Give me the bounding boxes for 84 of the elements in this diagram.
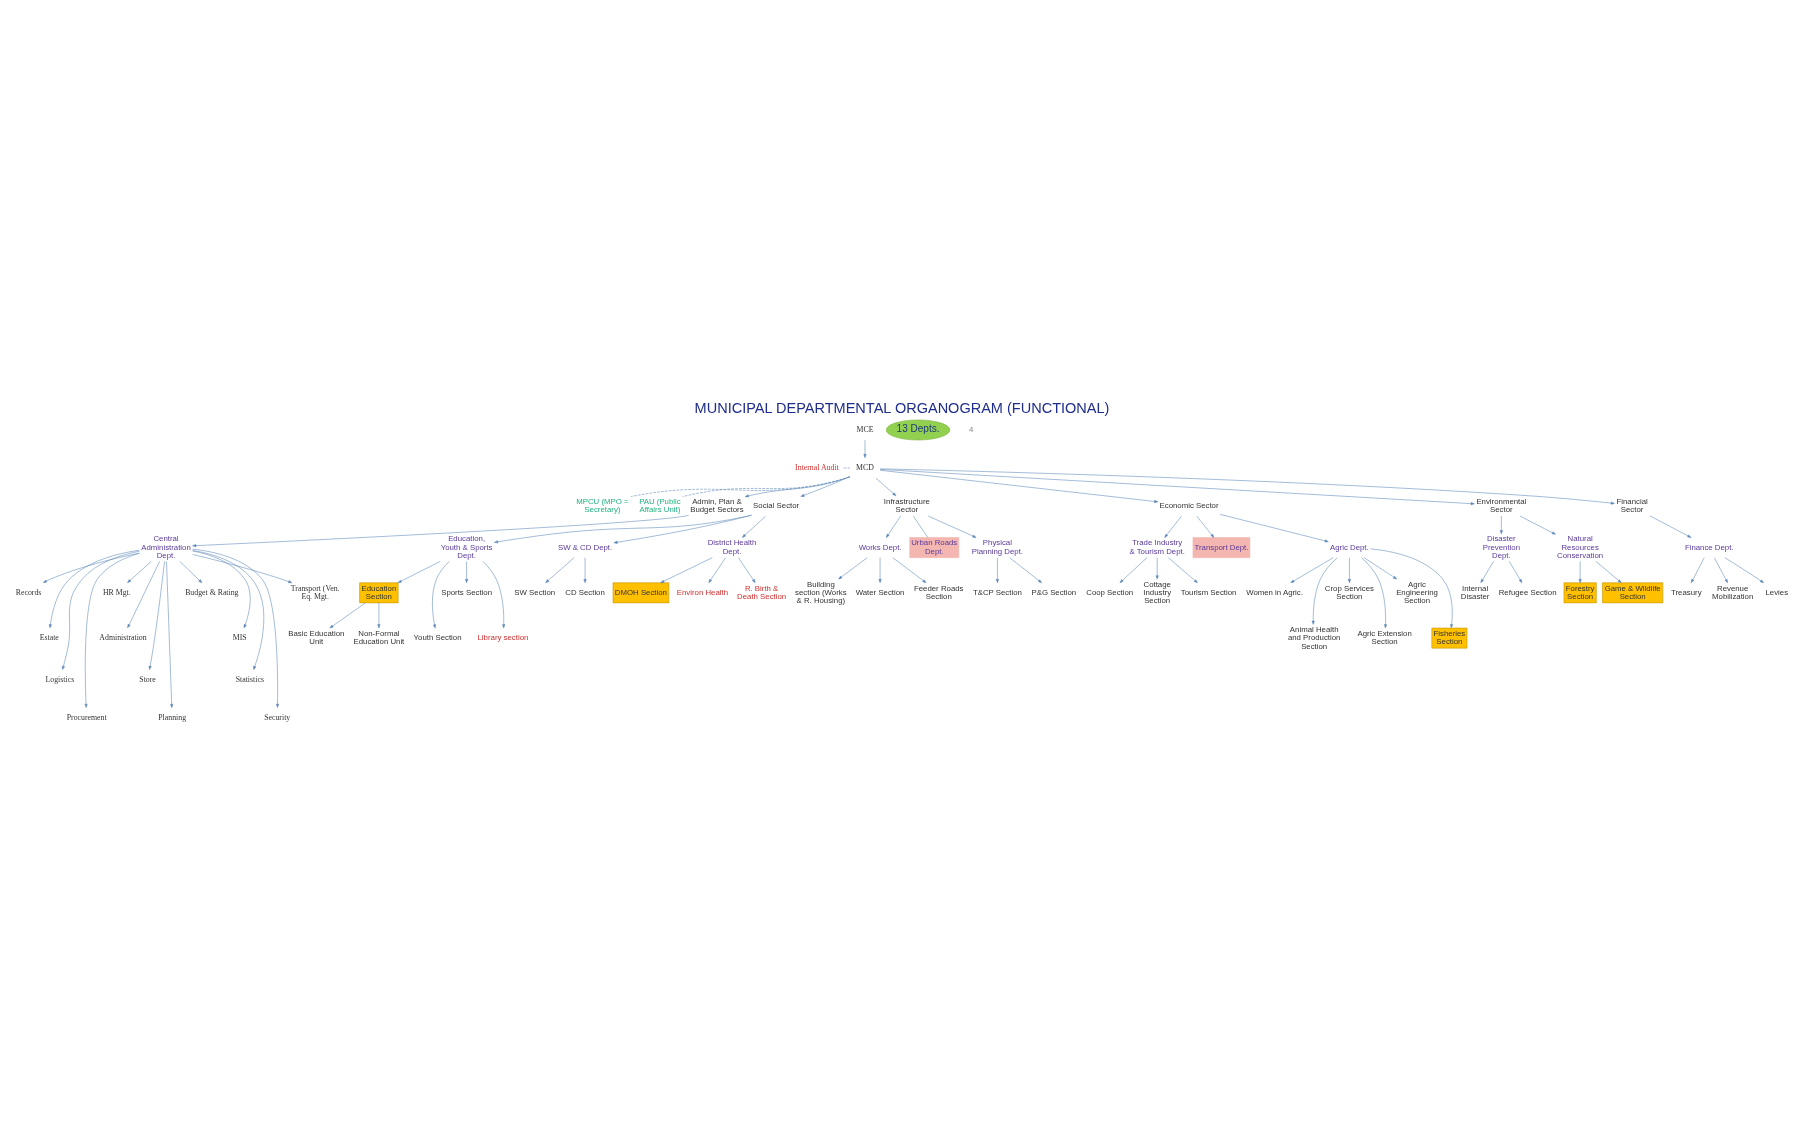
connector: [682, 476, 851, 497]
node-text: MIS: [232, 633, 247, 643]
arrow: [1363, 557, 1397, 580]
node-text: Administration: [99, 633, 147, 643]
arrow: [1290, 557, 1334, 583]
arrow: [1168, 557, 1198, 583]
arrow: [583, 557, 587, 583]
arrow: [708, 557, 726, 583]
arrow: [744, 476, 851, 498]
arrow: [1595, 561, 1622, 583]
arrow: [1691, 557, 1705, 583]
arrow: [800, 476, 851, 497]
arrow: [879, 469, 1475, 506]
arrow: [838, 557, 868, 580]
arrow: [742, 515, 766, 538]
node-text: Transport (Ven. Eq. Mgt.: [290, 583, 340, 602]
arrow: [863, 439, 867, 458]
node-text: Budget & Rating: [185, 587, 239, 597]
arrow: [397, 561, 441, 583]
arrow: [192, 548, 279, 708]
arrow: [879, 469, 1159, 503]
arrow: [84, 552, 140, 708]
arrow: [179, 561, 203, 583]
node-text: Security: [264, 712, 291, 722]
arrow: [166, 561, 174, 708]
arrow: [1370, 548, 1454, 629]
node-text: Logistics: [45, 674, 75, 684]
arrow: [1649, 515, 1692, 538]
arrow: [192, 554, 293, 584]
arrow: [995, 557, 999, 583]
arrow: [1499, 515, 1503, 535]
arrow: [879, 468, 1615, 505]
arrow: [1219, 514, 1329, 543]
arrow: [1119, 557, 1148, 583]
node-text: Statistics: [235, 674, 264, 684]
arrow: [127, 561, 152, 583]
arrow: [1724, 557, 1764, 583]
node-text: Procurement: [66, 712, 107, 722]
arrow: [1508, 561, 1523, 583]
arrow: [545, 557, 575, 583]
arrow: [660, 557, 713, 583]
arrow: [1196, 515, 1215, 538]
node-text: Records: [15, 587, 42, 597]
arrow: [62, 550, 140, 670]
arrow: [465, 561, 469, 583]
diagram-title: MUNICIPAL DEPARTMENTAL ORGANOGRAM (FUNCTIONAL): [694, 400, 1110, 417]
node-ellipse: 13 Depts.: [885, 419, 951, 441]
arrow: [377, 602, 381, 629]
arrow: [1155, 557, 1159, 580]
arrow: [329, 602, 366, 629]
arrow: [1311, 557, 1338, 625]
node-text: MCE: [856, 425, 874, 435]
arrow: [1578, 561, 1582, 583]
arrow: [1347, 557, 1351, 583]
arrow: [738, 557, 756, 583]
connector: [913, 515, 929, 538]
arrow: [1361, 557, 1387, 629]
node-text: HR Mgt.: [102, 587, 131, 597]
arrow: [192, 550, 251, 629]
arrow: [482, 561, 506, 629]
arrow: [48, 549, 140, 629]
arrow: [892, 557, 927, 583]
node-text: Estate: [39, 633, 59, 643]
arrow: [1519, 515, 1556, 535]
arrow: [1164, 515, 1182, 538]
arrow: [928, 515, 977, 538]
node-text: Store: [139, 674, 156, 684]
arrow: [127, 561, 160, 629]
arrow: [494, 514, 752, 544]
arrow: [148, 561, 165, 670]
arrow: [1714, 557, 1728, 583]
arrow: [192, 515, 689, 548]
node-text: MCD: [856, 463, 874, 473]
arrow: [878, 557, 882, 583]
arrow: [1009, 557, 1042, 583]
arrow: [886, 515, 901, 538]
arrow: [432, 561, 450, 629]
arrow: [875, 477, 897, 497]
arrow: [192, 550, 265, 670]
arrow: [1480, 561, 1494, 583]
node-text: Internal Audit: [795, 463, 839, 473]
arrow: [613, 514, 752, 544]
connector: [630, 476, 851, 497]
node-text: Planning: [158, 712, 187, 722]
